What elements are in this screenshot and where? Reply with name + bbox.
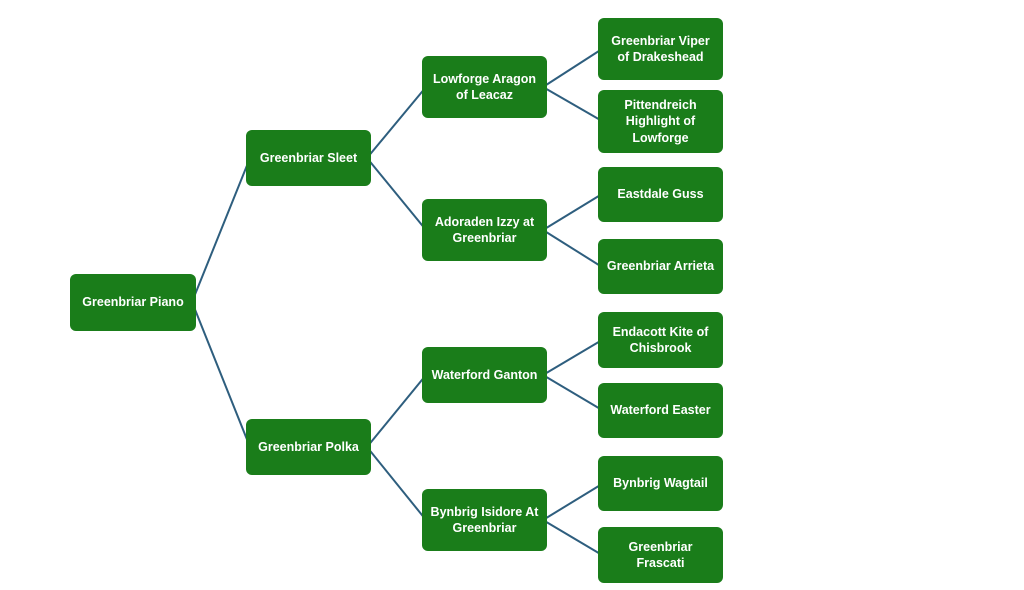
node-g3-4[interactable]: Bynbrig Isidore At Greenbriar: [422, 489, 547, 551]
node-g1-1[interactable]: Greenbriar Piano: [70, 274, 196, 331]
connector-line: [366, 86, 427, 159]
connector-line: [542, 374, 603, 411]
connector-line: [542, 193, 603, 231]
node-g3-1[interactable]: Lowforge Aragon of Leacaz: [422, 56, 547, 118]
node-g4-6[interactable]: Waterford Easter: [598, 383, 723, 438]
node-g2-2[interactable]: Greenbriar Polka: [246, 419, 371, 475]
node-g4-8[interactable]: Greenbriar Frascati: [598, 527, 723, 583]
node-g4-3[interactable]: Eastdale Guss: [598, 167, 723, 222]
node-g4-7[interactable]: Bynbrig Wagtail: [598, 456, 723, 511]
connector-line: [542, 229, 603, 268]
connector-line: [542, 483, 603, 521]
connector-line: [366, 374, 427, 448]
connector-line: [542, 339, 603, 376]
connector-line: [542, 48, 603, 88]
connector-line: [542, 519, 603, 556]
connector-line: [191, 301, 251, 448]
node-g3-3[interactable]: Waterford Ganton: [422, 347, 547, 403]
node-g4-4[interactable]: Greenbriar Arrieta: [598, 239, 723, 294]
connector-line: [542, 86, 603, 122]
connector-line: [366, 446, 427, 521]
connector-line: [191, 157, 251, 303]
connector-line: [366, 157, 427, 231]
node-g2-1[interactable]: Greenbriar Sleet: [246, 130, 371, 186]
node-g4-1[interactable]: Greenbriar Viper of Drakeshead: [598, 18, 723, 80]
node-g3-2[interactable]: Adoraden Izzy at Greenbriar: [422, 199, 547, 261]
node-g4-5[interactable]: Endacott Kite of Chisbrook: [598, 312, 723, 368]
node-g4-2[interactable]: Pittendreich Highlight of Lowforge: [598, 90, 723, 153]
